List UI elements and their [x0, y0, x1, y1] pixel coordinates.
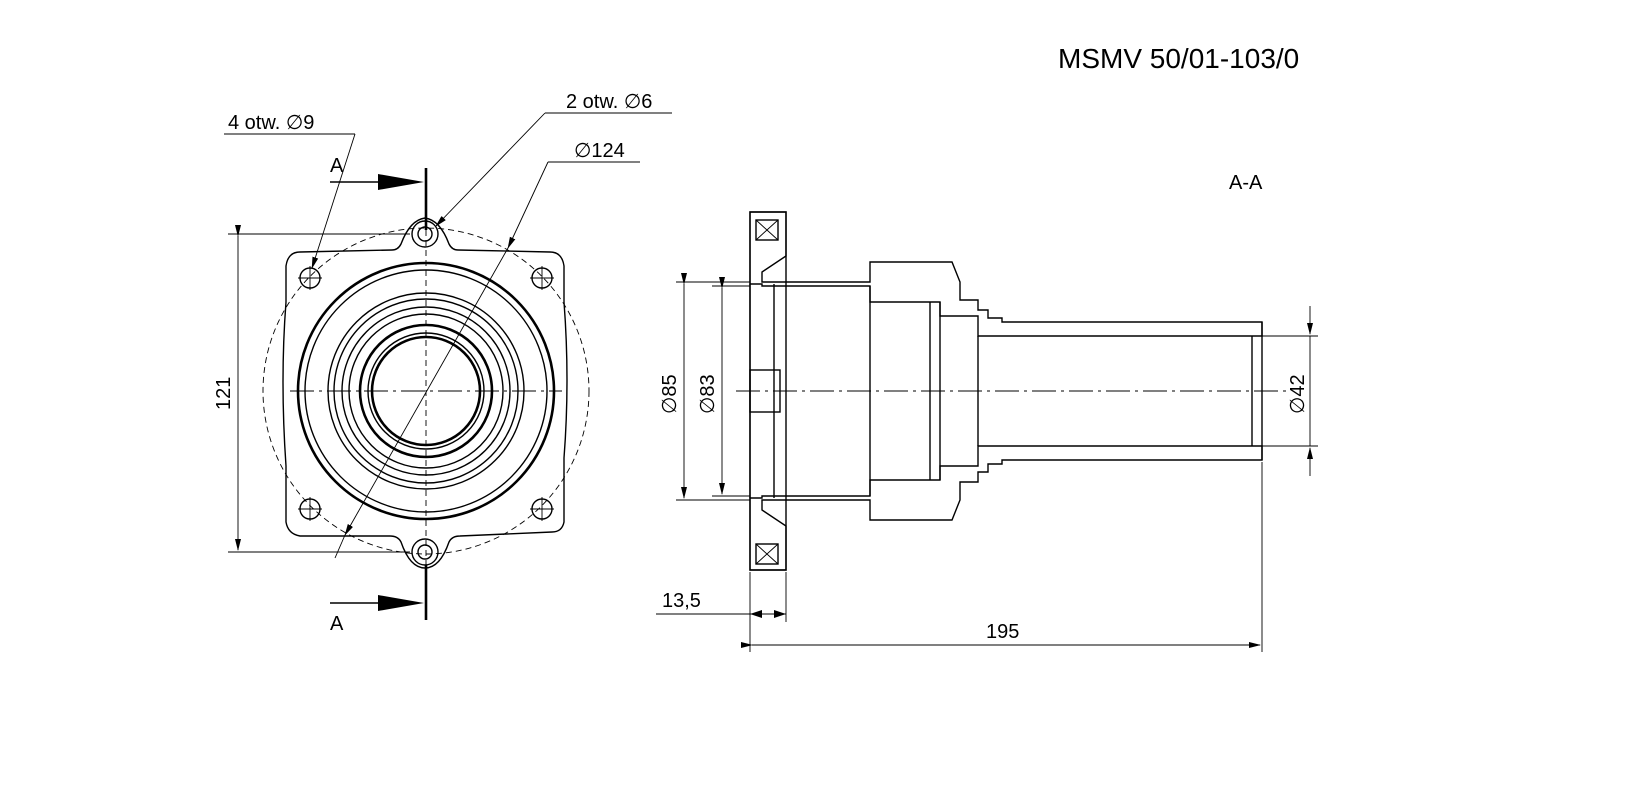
leader-bolt-circle — [334, 161, 640, 559]
cut-mark-bottom: A — [330, 613, 344, 635]
flange-hole-bottom — [755, 543, 779, 565]
dim-outer-value: ∅85 — [659, 374, 681, 414]
leader-holes-4 — [224, 133, 356, 269]
leader-holes-2 — [435, 112, 672, 227]
dim-length-value: 195 — [986, 621, 1019, 643]
wall-upper — [749, 211, 1263, 337]
cut-arrow-top — [330, 174, 424, 190]
dim-flange-value: 13,5 — [662, 590, 701, 612]
cut-mark-top: A — [330, 155, 344, 177]
drawing-title: MSMV 50/01-103/0 — [1058, 43, 1299, 74]
dim-flange — [656, 572, 787, 652]
front-view: A A 4 otw. ∅9 2 otw. ∅6 ∅124 121 — [213, 91, 672, 635]
mounting-holes — [298, 266, 554, 521]
section-label: A-A — [1229, 172, 1263, 194]
dim-length — [741, 462, 1263, 652]
dim-outer — [676, 273, 750, 501]
flange-hole-top — [755, 219, 779, 241]
dim-height-value: 121 — [213, 377, 235, 410]
cut-arrow-bottom — [330, 595, 424, 611]
dim-tube-value: ∅42 — [1287, 374, 1309, 414]
label-holes-4: 4 otw. ∅9 — [228, 112, 314, 134]
section-view: ∅85 ∅83 ∅42 13,5 — [656, 211, 1318, 652]
dim-inner — [712, 277, 750, 497]
label-holes-2: 2 otw. ∅6 — [566, 91, 652, 113]
dim-inner-value: ∅83 — [697, 374, 719, 414]
label-bolt-circle: ∅124 — [574, 140, 625, 162]
dim-tube — [1262, 306, 1318, 476]
wall-lower — [749, 445, 1263, 571]
lug-holes — [411, 220, 439, 566]
dim-height — [228, 225, 410, 553]
